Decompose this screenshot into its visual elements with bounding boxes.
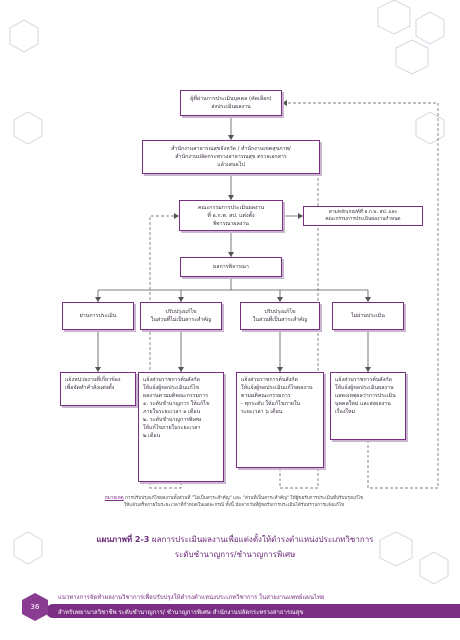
figure-caption: แผนภาพที่ 2-3 ผลการประเมินผลงานเพื่อแต่ง…: [60, 533, 410, 546]
page-number-badge: 36: [22, 593, 48, 621]
result-pass-box: ผ่านการประเมิน: [62, 302, 134, 330]
criteria-note-box: ตามหลักเกณฑ์ที่ อ.ก.พ. สป. และ คณะกรรมกา…: [303, 206, 423, 226]
detail-fail-text: แจ้งส่วนราชการต้นสังกัด ให้แจ้งผู้ขอประเ…: [335, 377, 396, 415]
result-fail-text: ไม่ผ่านประเมิน: [351, 313, 385, 319]
detail-pass-box: แจ้งหน่วยงานที่เกี่ยวข้อง เพื่อจัดทำคำสั…: [60, 372, 136, 406]
result-minor-fix-text: ปรับปรุงแก้ไข ในส่วนที่ไม่เป็นสาระสำคัญ: [150, 309, 212, 323]
footer-bar: [46, 604, 460, 618]
flow-step-committee-text: คณะกรรมการประเมินผลงาน ที่ อ.ก.พ. สป. แต…: [197, 204, 265, 227]
figure-caption-title: ผลการประเมินผลงานเพื่อแต่งตั้งให้ดำรงตำแ…: [149, 535, 374, 544]
flow-step-review-text: สำนักงานสาธารณสุขจังหวัด / สำนักงานเขตสุ…: [171, 146, 291, 168]
detail-minor-fix-box: แจ้งส่วนราชการต้นสังกัด ให้แจ้งผู้ขอประเ…: [138, 372, 224, 482]
detail-minor-fix-text: แจ้งส่วนราชการต้นสังกัด ให้แจ้งผู้ขอประเ…: [143, 377, 210, 439]
footer-title-line2: สำหรับพยาบาลวิชาชีพ ระดับชำนาญการ/ ชำนาญ…: [58, 609, 304, 616]
detail-major-fix-box: แจ้งส่วนราชการต้นสังกัด ให้แจ้งผู้ขอประเ…: [236, 372, 324, 468]
result-major-fix-text: ปรับปรุงแก้ไข ในส่วนที่เป็นสาระสำคัญ: [252, 309, 308, 323]
detail-major-fix-text: แจ้งส่วนราชการต้นสังกัด ให้แจ้งผู้ขอประเ…: [241, 377, 313, 415]
result-minor-fix-box: ปรับปรุงแก้ไข ในส่วนที่ไม่เป็นสาระสำคัญ: [140, 302, 222, 330]
result-major-fix-box: ปรับปรุงแก้ไข ในส่วนที่เป็นสาระสำคัญ: [240, 302, 320, 330]
flow-step-submit-box: ผู้ที่ผ่านการประเมินบุคคล (คัดเลือก) ส่ง…: [180, 90, 282, 116]
flow-step-review-box: สำนักงานสาธารณสุขจังหวัด / สำนักงานเขตสุ…: [142, 140, 320, 174]
flow-step-submit-text: ผู้ที่ผ่านการประเมินบุคคล (คัดเลือก) ส่ง…: [190, 96, 272, 110]
detail-pass-text: แจ้งหน่วยงานที่เกี่ยวข้อง เพื่อจัดทำคำสั…: [65, 377, 121, 391]
footnote-line1: การปรับปรุงแก้ไขผลงานทั้งส่วนที่ "ไม่เป็…: [123, 496, 364, 501]
footer-title-line1: แนวทางการจัดทำผลงานวิชาการเพื่อปรับปรุงใ…: [58, 594, 325, 601]
footnote-line2: ให้แล้วเสร็จภายในระยะเวลาที่กำหนดในแต่ละ…: [123, 503, 345, 508]
result-pass-text: ผ่านการประเมิน: [79, 313, 117, 319]
figure-caption-subtitle: ระดับชำนาญการ/ชำนาญการพิเศษ: [174, 550, 296, 559]
footnote-label: หมายเหตุ: [104, 496, 124, 501]
result-fail-box: ไม่ผ่านประเมิน: [332, 302, 404, 330]
flow-step-result-text: ผลการพิจารณา: [213, 264, 249, 270]
criteria-note-text: ตามหลักเกณฑ์ที่ อ.ก.พ. สป. และ คณะกรรมกา…: [325, 210, 401, 222]
detail-fail-box: แจ้งส่วนราชการต้นสังกัด ให้แจ้งผู้ขอประเ…: [330, 372, 406, 440]
page-number: 36: [30, 603, 40, 611]
footnote: หมายเหตุ การปรับปรุงแก้ไขผลงานทั้งส่วนที…: [64, 495, 404, 509]
flow-step-result-box: ผลการพิจารณา: [180, 257, 282, 277]
figure-caption-label: แผนภาพที่ 2-3: [96, 535, 150, 544]
flow-step-committee-box: คณะกรรมการประเมินผลงาน ที่ อ.ก.พ. สป. แต…: [179, 200, 283, 231]
